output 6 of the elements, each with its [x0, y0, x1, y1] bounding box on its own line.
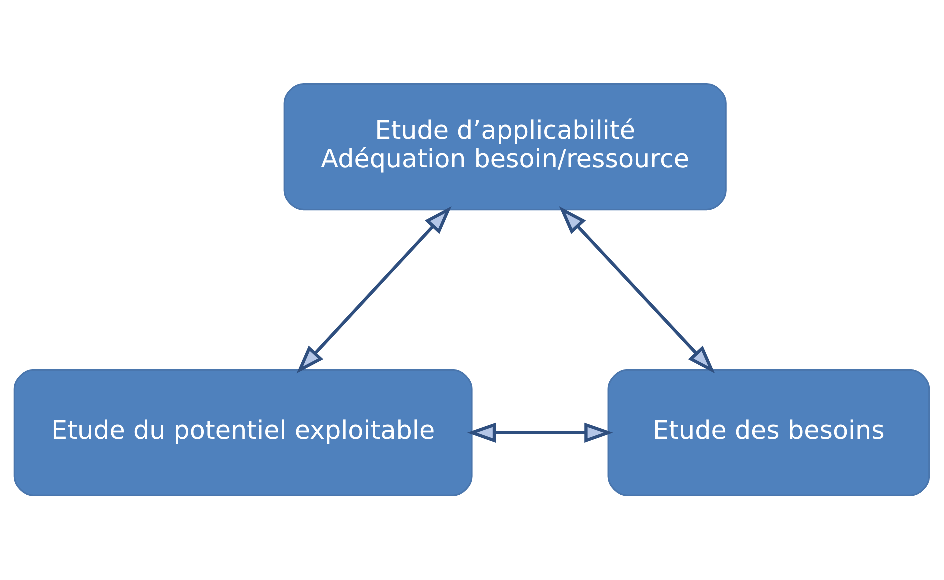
arrow — [559, 206, 716, 374]
node-box: Etude des besoins — [608, 369, 930, 496]
arrow — [296, 206, 452, 374]
node-box: Etude d’applicabilité Adéquation besoin/ressource — [284, 84, 727, 211]
arrow — [467, 422, 614, 443]
node-box: Etude du potentiel exploitable — [14, 369, 473, 496]
